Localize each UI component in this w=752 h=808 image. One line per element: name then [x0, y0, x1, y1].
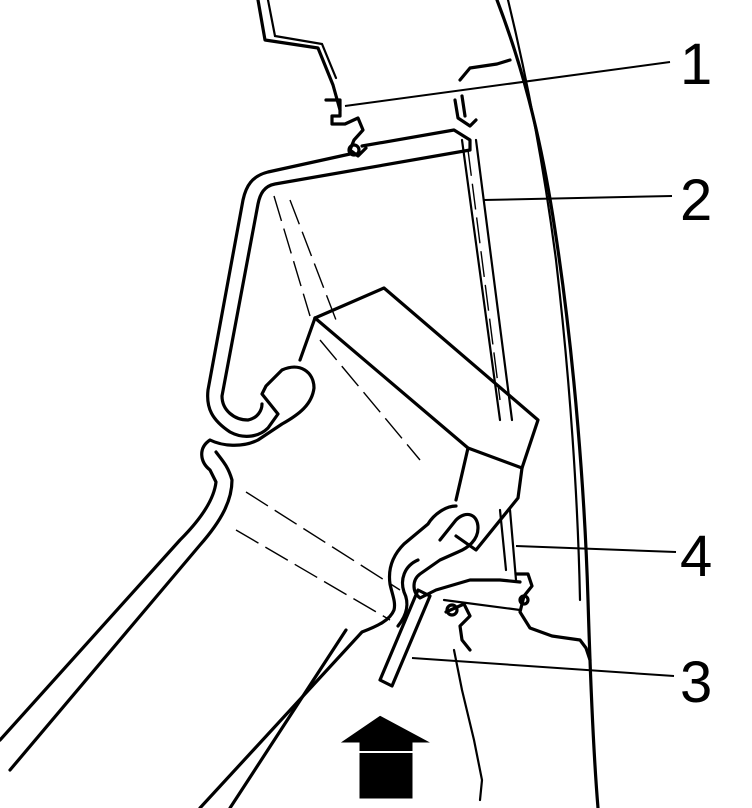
leader-2	[483, 195, 673, 201]
callout-4: 4	[680, 524, 712, 589]
leader-4	[515, 545, 677, 553]
lower-clip	[498, 508, 592, 662]
leader-1	[344, 61, 671, 107]
upper-clip	[324, 98, 368, 158]
upper-hook	[453, 58, 512, 128]
glass-hatching	[235, 195, 421, 621]
trim-panel	[460, 138, 514, 422]
callout-3: 3	[680, 650, 712, 715]
leader-3	[411, 657, 675, 677]
seal-profile	[0, 128, 472, 772]
pry-tool	[378, 588, 432, 688]
body-panel	[495, 0, 600, 808]
leader-lines	[344, 61, 677, 677]
lower-inner-clip	[442, 598, 522, 802]
callout-1: 1	[680, 32, 712, 97]
callout-2: 2	[680, 168, 712, 233]
up-arrow-icon	[331, 712, 437, 802]
upper-trim-strip	[256, 0, 342, 112]
pillar-block	[298, 286, 540, 552]
